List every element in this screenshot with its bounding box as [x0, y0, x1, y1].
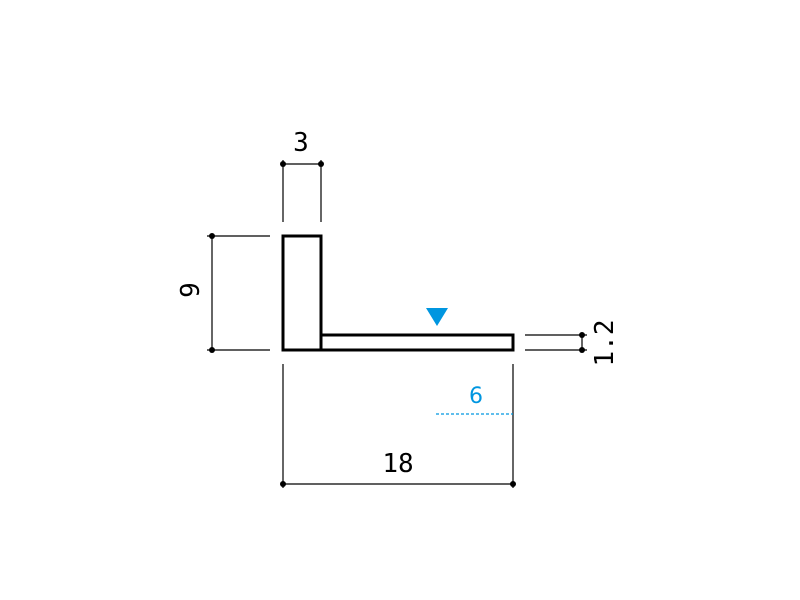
- vertical-flange: [281, 234, 323, 352]
- offset-label: 6: [469, 384, 483, 409]
- dim-point: [280, 481, 286, 487]
- dim-point: [209, 233, 215, 239]
- dim-point: [209, 347, 215, 353]
- dim-point: [579, 347, 585, 353]
- dimension-label-web-thickness: 1.2: [590, 320, 620, 367]
- dimension-label-flange-width: 3: [293, 128, 309, 158]
- profile-shape: [281, 234, 515, 352]
- dim-point: [579, 332, 585, 338]
- dimension-flange-width: [282, 160, 322, 222]
- dim-point: [510, 481, 516, 487]
- dim-point: [280, 161, 286, 167]
- triangle-down-icon: [426, 308, 448, 326]
- dimension-web-thickness: [525, 334, 587, 351]
- dimension-label-total-width: 18: [382, 449, 413, 479]
- dim-point: [318, 161, 324, 167]
- dimension-label-height: 9: [176, 282, 206, 298]
- dimension-height: [207, 235, 270, 351]
- dimension-total-width: [282, 364, 514, 488]
- horizontal-web: [319, 333, 515, 352]
